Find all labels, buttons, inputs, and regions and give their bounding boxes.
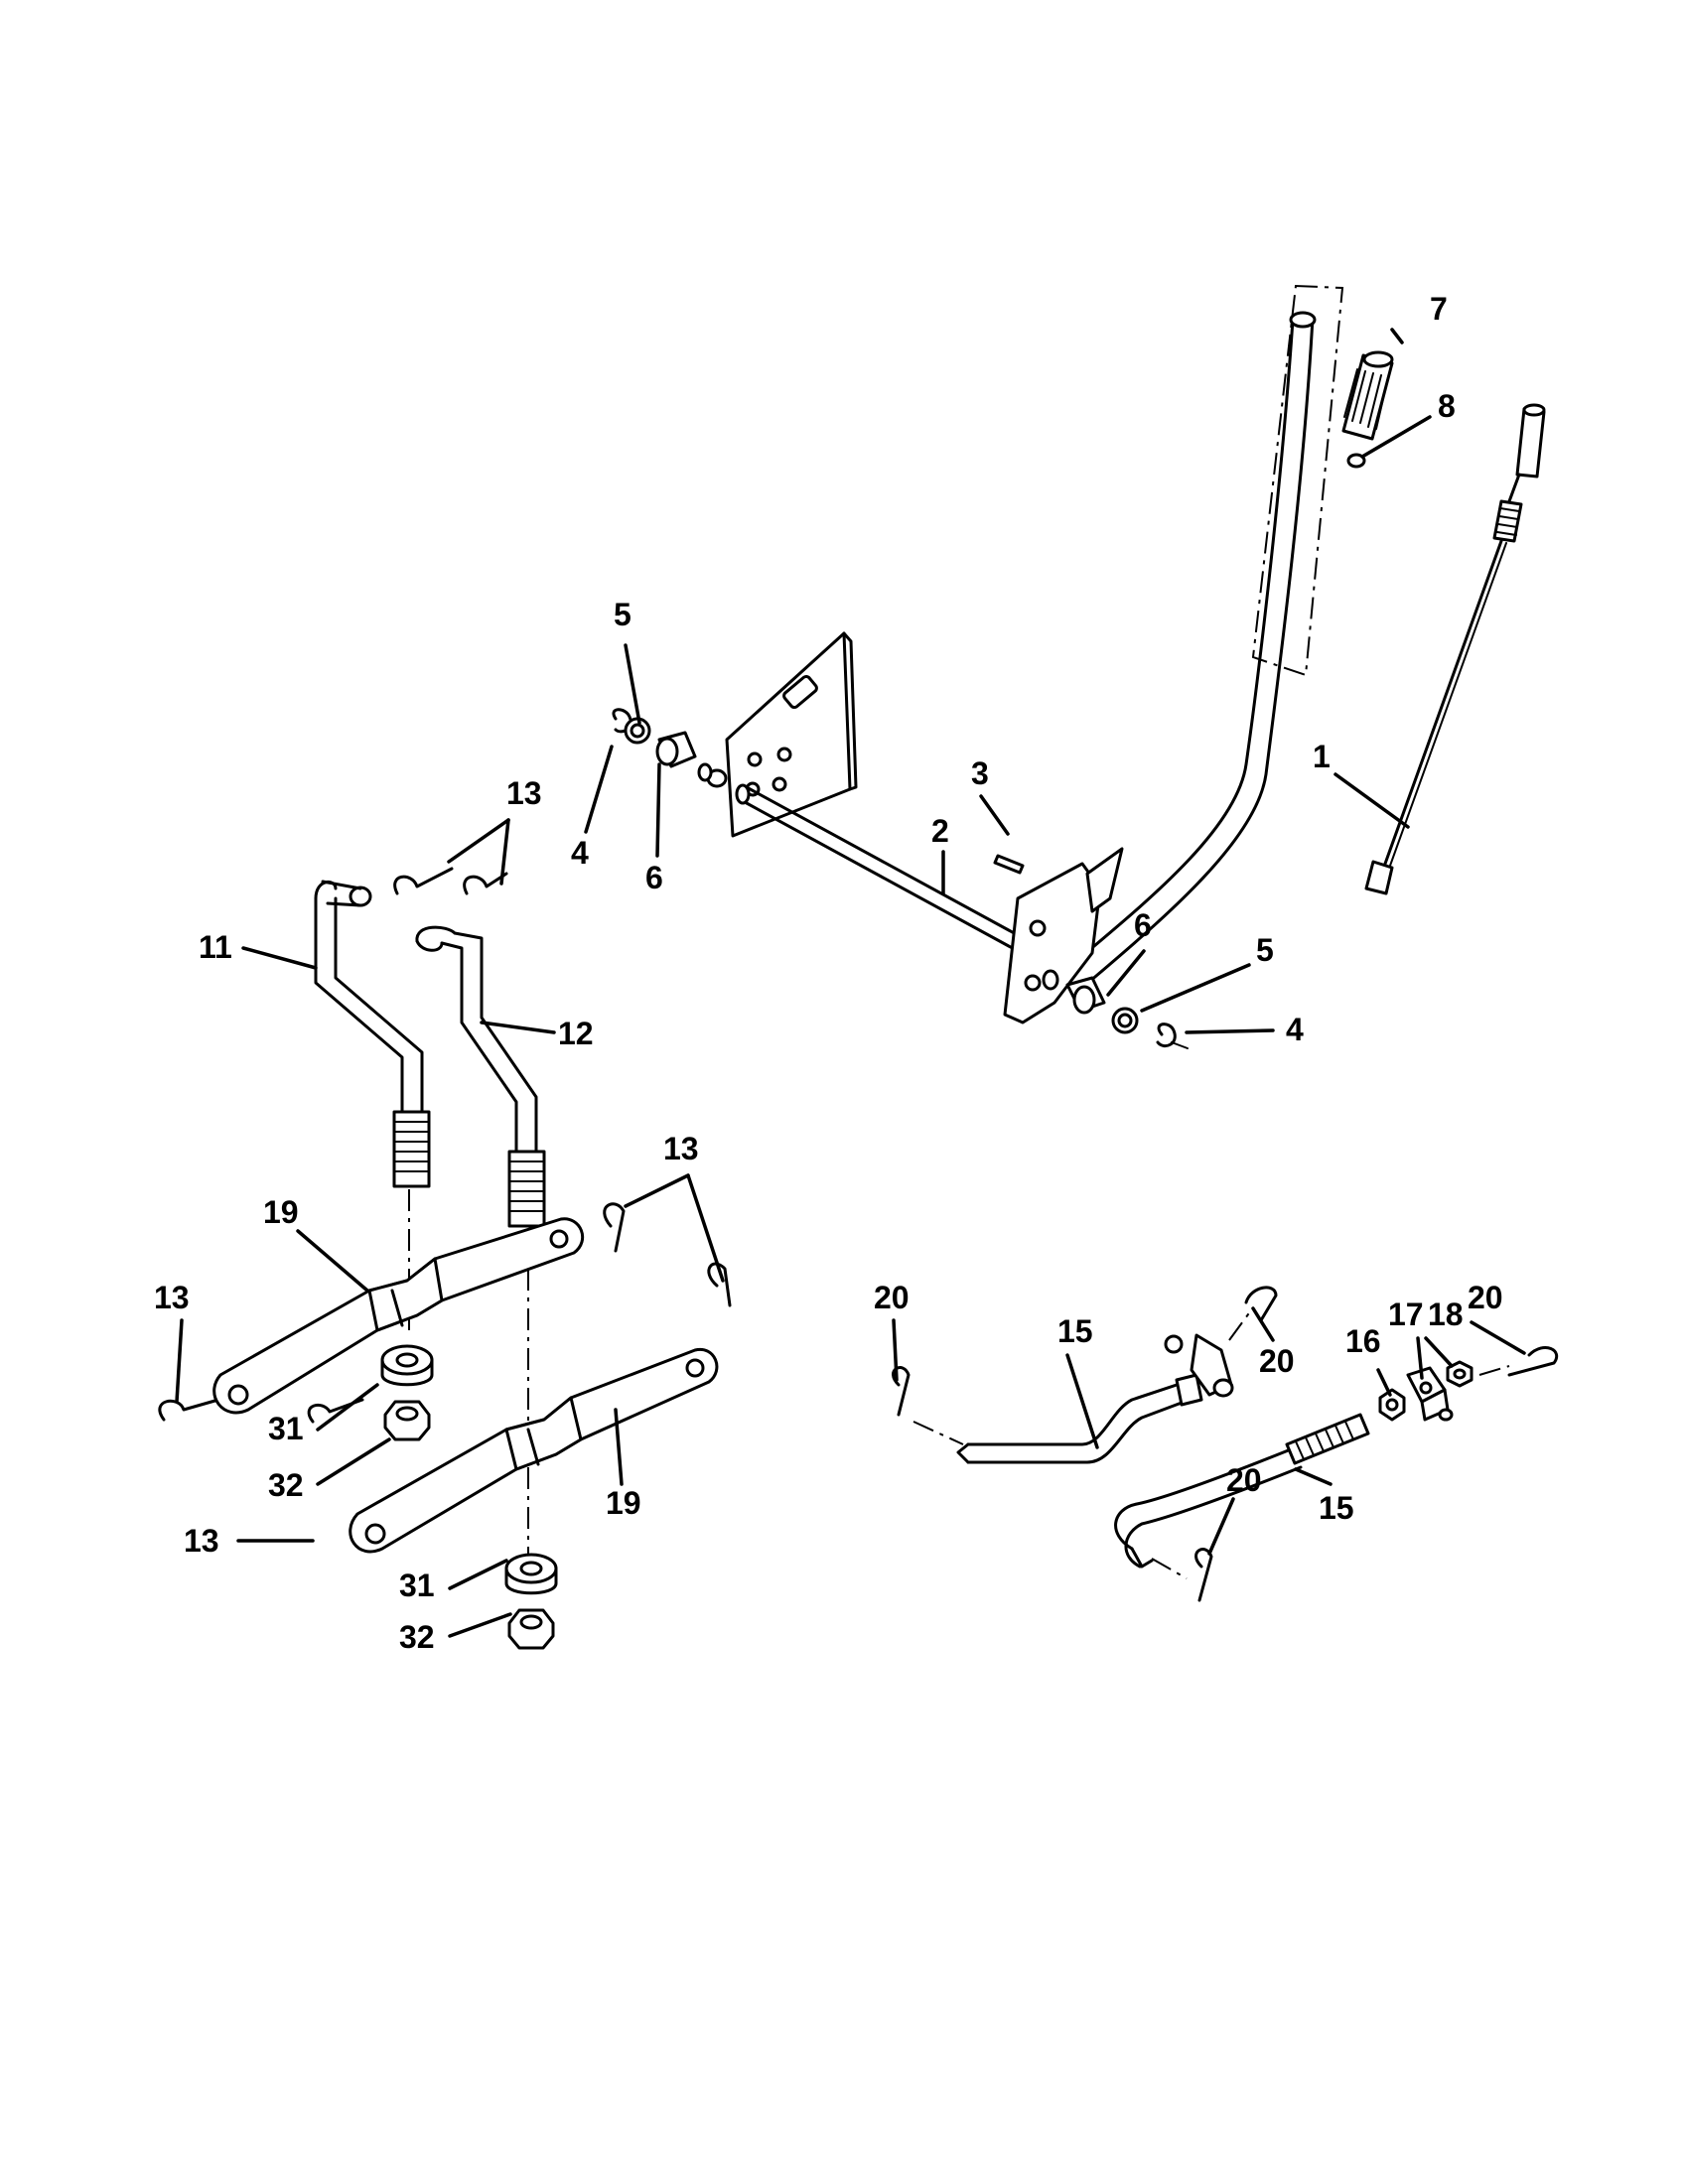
part-15-upper-adjuster-rod xyxy=(956,1333,1234,1464)
callout-4-left: 4 xyxy=(571,835,589,871)
callout-13-left: 13 xyxy=(154,1280,190,1315)
callout-4-right: 4 xyxy=(1286,1012,1304,1047)
part-15-lower-adjuster-rod xyxy=(1114,1413,1370,1569)
parts-4-5-6-right-hardware xyxy=(1042,969,1189,1049)
callout-3: 3 xyxy=(971,755,989,791)
callout-13-bottom: 13 xyxy=(184,1523,219,1559)
grip-centerline-box xyxy=(1251,284,1344,677)
callout-15-upper: 15 xyxy=(1057,1313,1093,1349)
callout-leaders xyxy=(175,328,1526,1638)
part-7-handle-grip xyxy=(1341,350,1394,441)
callout-8: 8 xyxy=(1438,388,1456,424)
callout-31-upper: 31 xyxy=(268,1411,304,1446)
clip-20-upper-centerline xyxy=(1228,1309,1252,1341)
parts-4-5-6-left-hardware xyxy=(612,708,713,782)
callout-6-right: 6 xyxy=(1134,907,1152,943)
callout-19-upper: 19 xyxy=(263,1194,299,1230)
callout-1: 1 xyxy=(1313,739,1331,774)
callout-18: 18 xyxy=(1428,1297,1464,1332)
callout-15-lower: 15 xyxy=(1319,1490,1354,1526)
callout-20-lower: 20 xyxy=(1226,1462,1262,1498)
part-16-nut xyxy=(1378,1388,1406,1422)
callout-5-right: 5 xyxy=(1256,932,1274,968)
callout-16: 16 xyxy=(1345,1323,1381,1359)
part-11-lift-link xyxy=(314,880,431,1188)
callout-2: 2 xyxy=(931,813,949,849)
parts-31-32-upper-hardware xyxy=(380,1344,434,1441)
callout-32-lower: 32 xyxy=(399,1619,435,1655)
part-13-hairpin-clips xyxy=(158,867,732,1424)
callout-31-lower: 31 xyxy=(399,1568,435,1603)
callout-20-right: 20 xyxy=(1468,1280,1503,1315)
part-19-lower-lift-arm xyxy=(349,1347,719,1554)
callout-20-upper: 20 xyxy=(1259,1343,1295,1379)
callout-13-top: 13 xyxy=(506,775,542,811)
rod-lower-centerline xyxy=(1151,1558,1188,1579)
part-1-cable xyxy=(1364,403,1546,895)
callout-5-left: 5 xyxy=(614,597,632,632)
part-18-nut xyxy=(1446,1360,1474,1388)
callout-12: 12 xyxy=(558,1016,594,1051)
callout-13-mid: 13 xyxy=(663,1131,699,1166)
part-3-roll-pin xyxy=(993,854,1025,875)
callout-7: 7 xyxy=(1430,291,1448,327)
callout-20-left: 20 xyxy=(874,1280,910,1315)
part-12-lift-link xyxy=(415,925,546,1228)
part-17-trunnion-block xyxy=(1406,1366,1454,1422)
lift-handle-lever xyxy=(1003,311,1317,1024)
callout-labels: 1 2 3 4 4 5 5 6 6 7 8 11 12 13 13 13 13 … xyxy=(154,291,1503,1655)
callout-17: 17 xyxy=(1388,1297,1424,1332)
part-19-upper-lift-arm xyxy=(212,1217,585,1415)
part-2-lift-shaft xyxy=(706,631,1020,953)
callout-6-left: 6 xyxy=(645,860,663,895)
part-8-plug xyxy=(1346,453,1366,469)
callout-32-upper: 32 xyxy=(268,1467,304,1503)
rod-upper-centerline xyxy=(912,1421,964,1445)
callout-19-lower: 19 xyxy=(606,1485,641,1521)
parts-31-32-lower-hardware xyxy=(504,1553,558,1650)
callout-11: 11 xyxy=(199,929,232,965)
clip-20-right-centerline xyxy=(1478,1365,1510,1376)
